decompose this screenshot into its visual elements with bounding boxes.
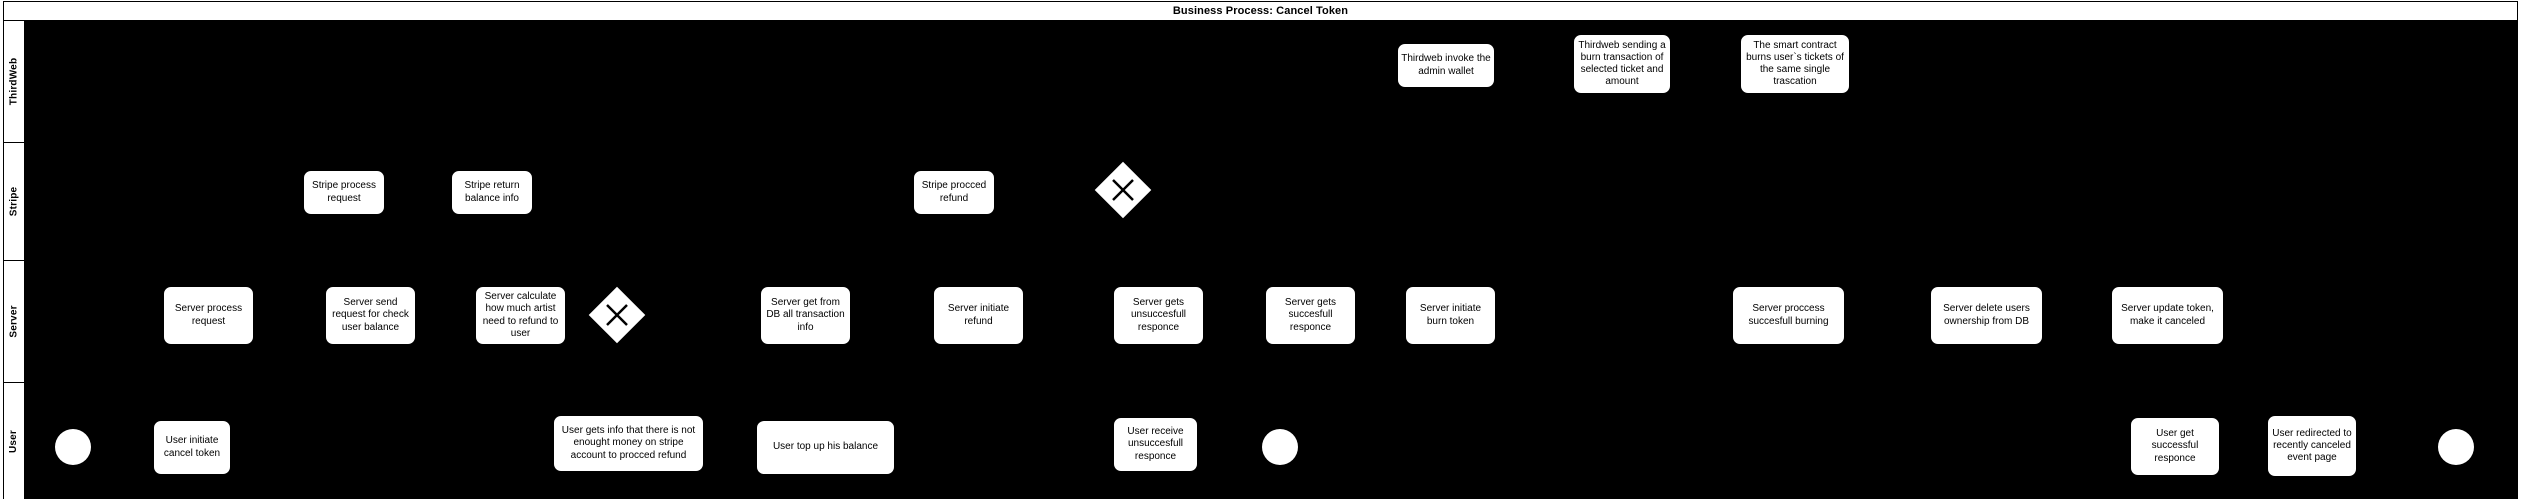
task-stripe-procced-refund[interactable]: Stripe procced refund — [914, 171, 994, 214]
lane-user-title: User — [8, 429, 20, 453]
task-user-get-successful-response[interactable]: User get successful responce — [2131, 418, 2219, 475]
task-label: Server gets succesfull responce — [1284, 297, 1337, 333]
lane-thirdweb-body — [25, 21, 2517, 142]
task-label: Server gets unsuccesfull responce — [1130, 297, 1187, 333]
task-stripe-return-balance-info[interactable]: Stripe return balance info — [452, 171, 532, 214]
task-user-initiate-cancel-token[interactable]: User initiate cancel token — [154, 421, 230, 474]
task-label: User redirected to recently canceled eve… — [2272, 427, 2352, 464]
task-server-gets-unsuccessful-response[interactable]: Server gets unsuccesfull responce — [1114, 287, 1203, 344]
task-label: Stripe return balance info — [464, 180, 520, 204]
exclusive-gateway-stripe[interactable] — [1094, 161, 1152, 219]
start-event[interactable] — [55, 429, 91, 465]
lane-label-stripe: Stripe — [4, 143, 25, 260]
task-label: User get successful responce — [2151, 428, 2199, 464]
task-server-send-balance-check-request[interactable]: Server send request for check user balan… — [326, 287, 415, 344]
lane-user: User User initiate cancel token User get… — [4, 383, 2517, 499]
task-label: User receive unsuccesfull responce — [1127, 426, 1184, 462]
task-label: User initiate cancel token — [163, 435, 221, 459]
process-pool: Business Process: Cancel Token ThirdWeb … — [3, 1, 2518, 499]
task-label: Thirdweb invoke the admin wallet — [1401, 53, 1491, 77]
task-user-receive-unsuccessful-response[interactable]: User receive unsuccesfull responce — [1114, 418, 1197, 471]
task-server-update-token-canceled[interactable]: Server update token, make it canceled — [2112, 287, 2223, 344]
lane-thirdweb-title: ThirdWeb — [8, 57, 20, 106]
task-label: Server delete users ownership from DB — [1943, 303, 2030, 327]
end-event-successful[interactable] — [2438, 429, 2474, 465]
x-icon — [1112, 179, 1134, 201]
task-server-process-successful-burning[interactable]: Server proccess succesfull burning — [1733, 287, 1844, 344]
task-server-initiate-refund[interactable]: Server initiate refund — [934, 287, 1023, 344]
task-label: Thirdweb sending a burn transaction of s… — [1578, 39, 1666, 88]
page-title: Business Process: Cancel Token — [1172, 5, 1349, 17]
task-label: Stripe procced refund — [921, 180, 987, 204]
task-server-gets-successful-response[interactable]: Server gets succesfull responce — [1266, 287, 1355, 344]
x-icon — [606, 304, 628, 326]
exclusive-gateway-server[interactable] — [588, 286, 646, 344]
task-label: Server proccess succesfull burning — [1748, 303, 1829, 327]
task-label: Server initiate refund — [947, 303, 1010, 327]
end-event-unsuccessful[interactable] — [1262, 429, 1298, 465]
task-label: Server initiate burn token — [1419, 303, 1482, 327]
task-thirdweb-invoke-admin-wallet[interactable]: Thirdweb invoke the admin wallet — [1398, 44, 1494, 87]
task-label: Stripe process request — [312, 180, 376, 204]
task-label: Server update token, make it canceled — [2121, 303, 2214, 327]
lane-server-title: Server — [8, 305, 20, 338]
lane-divider-stripe-server — [4, 260, 2517, 261]
task-user-gets-insufficient-funds-info[interactable]: User gets info that there is not enought… — [554, 416, 703, 471]
task-thirdweb-send-burn-transaction[interactable]: Thirdweb sending a burn transaction of s… — [1574, 35, 1670, 93]
task-stripe-process-request[interactable]: Stripe process request — [304, 171, 384, 214]
lane-stripe-body — [25, 143, 2517, 260]
lane-server: Server Server process request Server sen… — [4, 261, 2517, 382]
lane-label-user: User — [4, 383, 25, 499]
task-label: Server send request for check user balan… — [332, 297, 409, 333]
task-label: User gets info that there is not enought… — [561, 425, 696, 461]
lane-stripe-title: Stripe — [8, 186, 20, 217]
task-server-get-transaction-info[interactable]: Server get from DB all transaction info — [761, 287, 850, 344]
task-server-delete-ownership[interactable]: Server delete users ownership from DB — [1931, 287, 2042, 344]
task-smart-contract-burns-tickets[interactable]: The smart contract burns user`s tickets … — [1741, 35, 1849, 93]
task-server-calculate-refund[interactable]: Server calculate how much artist need to… — [476, 287, 565, 344]
task-user-top-up-balance[interactable]: User top up his balance — [757, 421, 894, 474]
task-label: Server calculate how much artist need to… — [482, 291, 559, 339]
task-label: User top up his balance — [772, 441, 879, 453]
task-server-process-request[interactable]: Server process request — [164, 287, 253, 344]
lane-label-thirdweb: ThirdWeb — [4, 21, 25, 142]
lane-label-server: Server — [4, 261, 25, 382]
pool-header: Business Process: Cancel Token — [4, 2, 2517, 21]
lane-divider-thirdweb-stripe — [4, 142, 2517, 143]
task-label: Server process request — [174, 303, 243, 327]
task-user-redirected-to-event-page[interactable]: User redirected to recently canceled eve… — [2268, 416, 2356, 476]
lane-divider-server-user — [4, 382, 2517, 383]
task-label: Server get from DB all transaction info — [766, 297, 845, 333]
lane-stripe: Stripe Stripe process request Stripe ret… — [4, 143, 2517, 260]
task-label: The smart contract burns user`s tickets … — [1746, 39, 1844, 88]
task-server-initiate-burn-token[interactable]: Server initiate burn token — [1406, 287, 1495, 344]
lane-thirdweb: ThirdWeb Thirdweb invoke the admin walle… — [4, 21, 2517, 142]
